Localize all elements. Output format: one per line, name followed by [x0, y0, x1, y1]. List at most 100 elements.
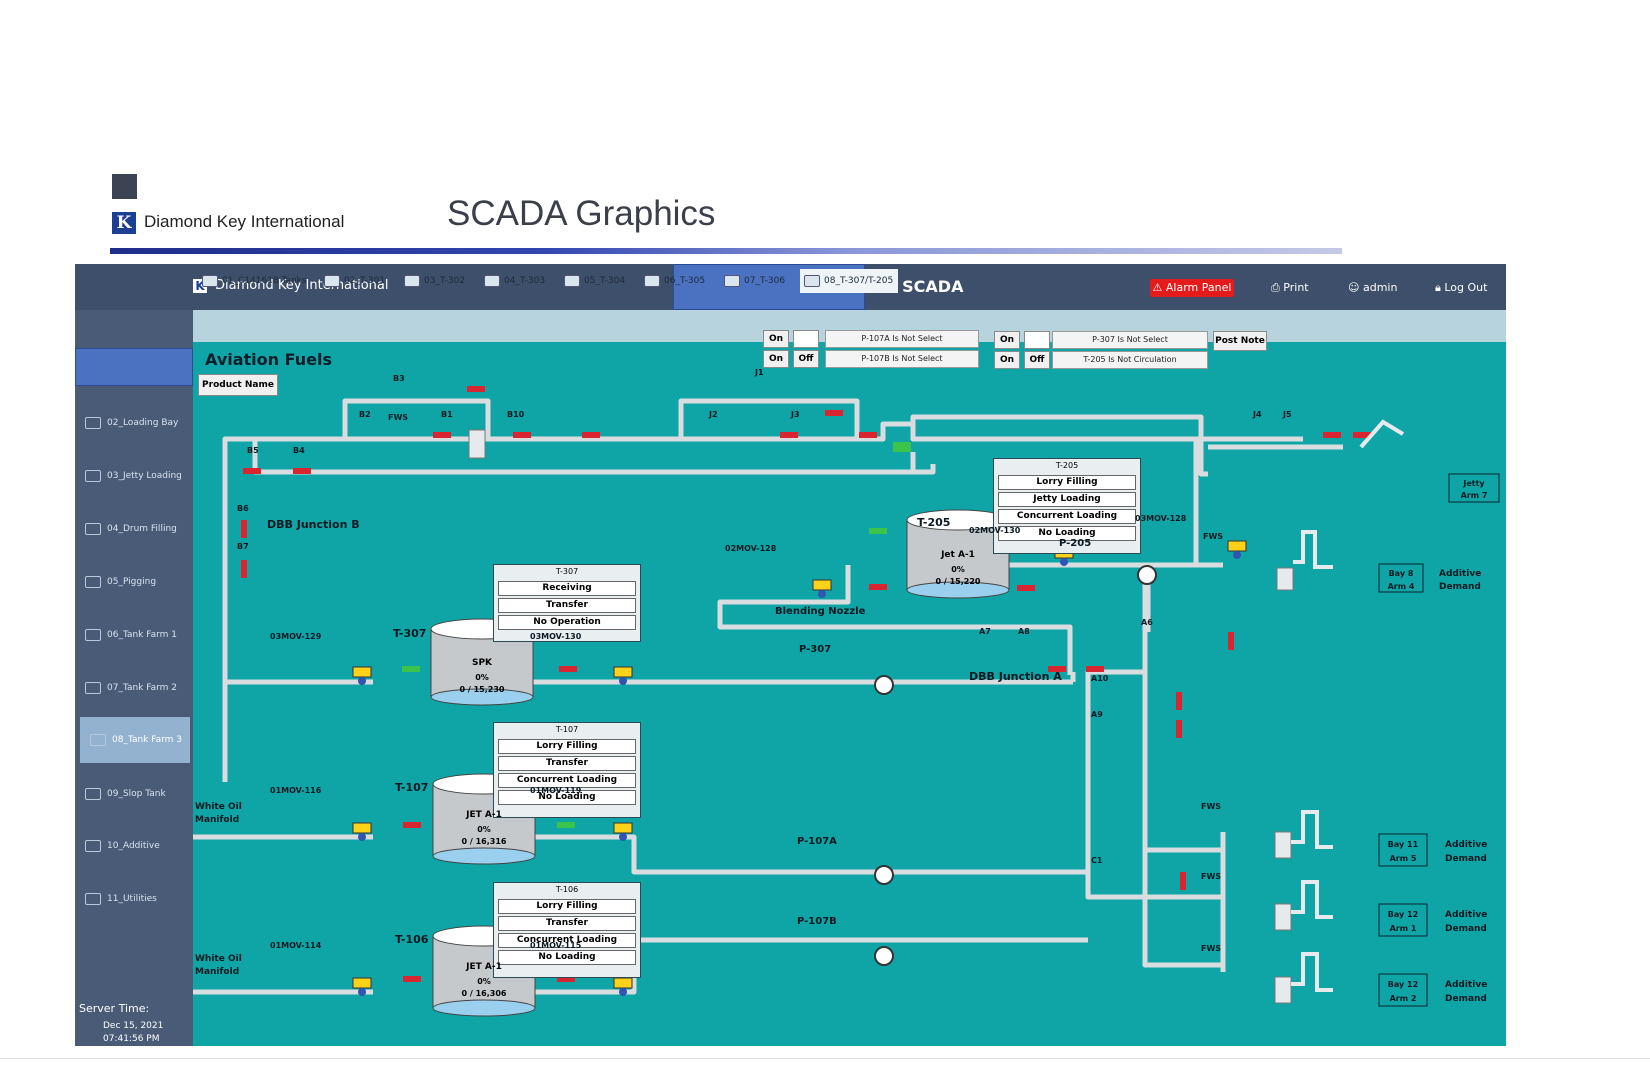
sidebar	[75, 310, 193, 1046]
bay12b-additive: Additive	[1445, 980, 1488, 990]
panel-title: T-106	[555, 885, 579, 894]
valve-label-b2: B2	[359, 410, 371, 419]
p307-off-blank[interactable]	[1024, 331, 1050, 349]
mov-label-01mov116: 01MOV-116	[270, 786, 322, 795]
sidebar-item-loading-bay[interactable]: 02_Loading Bay	[75, 400, 193, 446]
tank-t107-product: JET A-1	[466, 810, 502, 820]
utilities-icon	[85, 893, 101, 905]
sidebar-item-tank-farm-1[interactable]: 06_Tank Farm 1	[75, 612, 193, 658]
tank-t107-level: 0%	[477, 825, 491, 834]
print-button[interactable]: ⎙ Print	[1271, 281, 1309, 295]
sidebar-item-pigging[interactable]: 05_Pigging	[75, 559, 193, 605]
loading-arms	[1291, 530, 1333, 992]
t205-no-loading-button[interactable]: No Loading	[998, 526, 1136, 541]
product-name-button[interactable]: Product Name	[198, 374, 278, 396]
sidebar-item-jetty-loading[interactable]: 03_Jetty Loading	[75, 453, 193, 499]
process-diagram	[193, 386, 1500, 1017]
pump-p307-graphic	[874, 675, 894, 695]
bay11-line2: Arm 5	[1389, 854, 1417, 863]
tank-t205-level: 0%	[951, 565, 965, 574]
tab-06[interactable]: 06_T-305	[640, 269, 712, 293]
sidebar-item-tank-farm-3[interactable]: 08_Tank Farm 3	[80, 717, 190, 763]
p107b-status: P-107B Is Not Select	[825, 350, 979, 368]
pump-label-p205: P-205	[1059, 538, 1092, 549]
tab-label: 01_C141618 Tanks	[222, 276, 307, 286]
user-button[interactable]: ☺ admin	[1348, 281, 1397, 294]
loading-bay-icon	[85, 417, 101, 429]
post-note-button[interactable]: Post Note	[1213, 331, 1267, 351]
t106-concurrent-loading-button[interactable]: Concurrent Loading	[498, 933, 636, 948]
p307-status: P-307 Is Not Select	[1052, 331, 1208, 349]
tank-icon	[85, 682, 101, 694]
tab-07[interactable]: 07_T-306	[720, 269, 792, 293]
valve-label-c1: C1	[1091, 856, 1103, 865]
p107b-on-button[interactable]: On	[763, 350, 789, 368]
server-date: Dec 15, 2021	[103, 1021, 164, 1031]
t106-no-loading-button[interactable]: No Loading	[498, 950, 636, 965]
p307-on-button[interactable]: On	[994, 331, 1020, 349]
tank-t307-volume: 0 / 15,230	[459, 685, 505, 694]
tank-t205-volume: 0 / 15,220	[935, 577, 981, 586]
tank-icon	[85, 788, 101, 800]
sidebar-item-label: 09_Slop Tank	[107, 789, 166, 799]
pump-p107b-graphic	[874, 946, 894, 966]
sidebar-item-slop-tank[interactable]: 09_Slop Tank	[75, 771, 193, 817]
sidebar-item-label: 06_Tank Farm 1	[107, 630, 178, 640]
sidebar-item-drum-filling[interactable]: 04_Drum Filling	[75, 506, 193, 552]
t205-lorry-filling-button[interactable]: Lorry Filling	[998, 475, 1136, 490]
t106-transfer-button[interactable]: Transfer	[498, 916, 636, 931]
t107-transfer-button[interactable]: Transfer	[498, 756, 636, 771]
t107-concurrent-loading-button[interactable]: Concurrent Loading	[498, 773, 636, 788]
sidebar-item-additive[interactable]: 10_Additive	[75, 823, 193, 869]
tank-icon	[724, 275, 740, 287]
tab-label: 04_T-303	[504, 276, 546, 286]
sidebar-item-label: 04_Drum Filling	[107, 524, 177, 534]
sidebar-item-tank-farm-2[interactable]: 07_Tank Farm 2	[75, 665, 193, 711]
pipe-network	[193, 398, 1343, 995]
valve-label-j3: J3	[791, 410, 800, 419]
bay11-demand: Demand	[1445, 854, 1487, 864]
t205-concurrent-loading-button[interactable]: Concurrent Loading	[998, 509, 1136, 524]
panel-title: T-107	[555, 725, 579, 734]
tab-05[interactable]: 05_T-304	[560, 269, 632, 293]
jetty-arm7-line2: Arm 7	[1460, 491, 1488, 500]
t106-lorry-filling-button[interactable]: Lorry Filling	[498, 899, 636, 914]
tank-icon	[90, 734, 106, 746]
tab-03[interactable]: 03_T-302	[400, 269, 472, 293]
tab-02[interactable]: 02_T-301	[320, 269, 392, 293]
slide-marker-square	[112, 174, 137, 199]
slide-title: SCADA Graphics	[447, 194, 716, 233]
tab-label: 02_T-301	[344, 276, 386, 286]
t307-transfer-button[interactable]: Transfer	[498, 598, 636, 613]
t205-off-button[interactable]: Off	[1024, 351, 1050, 369]
bay12b-line2: Arm 2	[1389, 994, 1417, 1003]
t107-no-loading-button[interactable]: No Loading	[498, 790, 636, 805]
t205-on-button[interactable]: On	[994, 351, 1020, 369]
t107-lorry-filling-button[interactable]: Lorry Filling	[498, 739, 636, 754]
alarm-panel-button[interactable]: ⚠ Alarm Panel	[1150, 279, 1234, 297]
pump-p107a-graphic	[874, 865, 894, 885]
t307-no-operation-button[interactable]: No Operation	[498, 615, 636, 630]
fws-label-bay11: FWS	[1201, 802, 1222, 811]
logout-button[interactable]: 🔒︎ Log Out	[1435, 281, 1487, 295]
mov-label-02mov130: 02MOV-130	[969, 526, 1021, 535]
t307-receiving-button[interactable]: Receiving	[498, 581, 636, 596]
sidebar-item-label: 08_Tank Farm 3	[112, 735, 183, 745]
user-label: admin	[1362, 281, 1398, 294]
tank-t307-level: 0%	[475, 673, 489, 682]
mov-label-01mov119: 01MOV-119	[530, 786, 582, 795]
t205-jetty-loading-button[interactable]: Jetty Loading	[998, 492, 1136, 507]
drum-icon	[85, 523, 101, 535]
scada-window: K Diamond Key International TAS SCADA ⚠ …	[75, 264, 1506, 1046]
p107a-on-button[interactable]: On	[763, 330, 789, 348]
tab-08[interactable]: 08_T-307/T-205	[800, 269, 898, 293]
tab-01[interactable]: 01_C141618 Tanks	[198, 269, 311, 293]
valve-label-a9: A9	[1091, 710, 1103, 719]
p107a-off-blank[interactable]	[793, 330, 819, 348]
p107b-off-button[interactable]: Off	[793, 350, 819, 368]
server-time-label: Server Time:	[79, 1002, 150, 1015]
fws-label-bay8: FWS	[1203, 532, 1224, 541]
jetty-arm-graphic	[1359, 419, 1405, 449]
sidebar-item-utilities[interactable]: 11_Utilities	[75, 876, 193, 922]
tab-04[interactable]: 04_T-303	[480, 269, 552, 293]
